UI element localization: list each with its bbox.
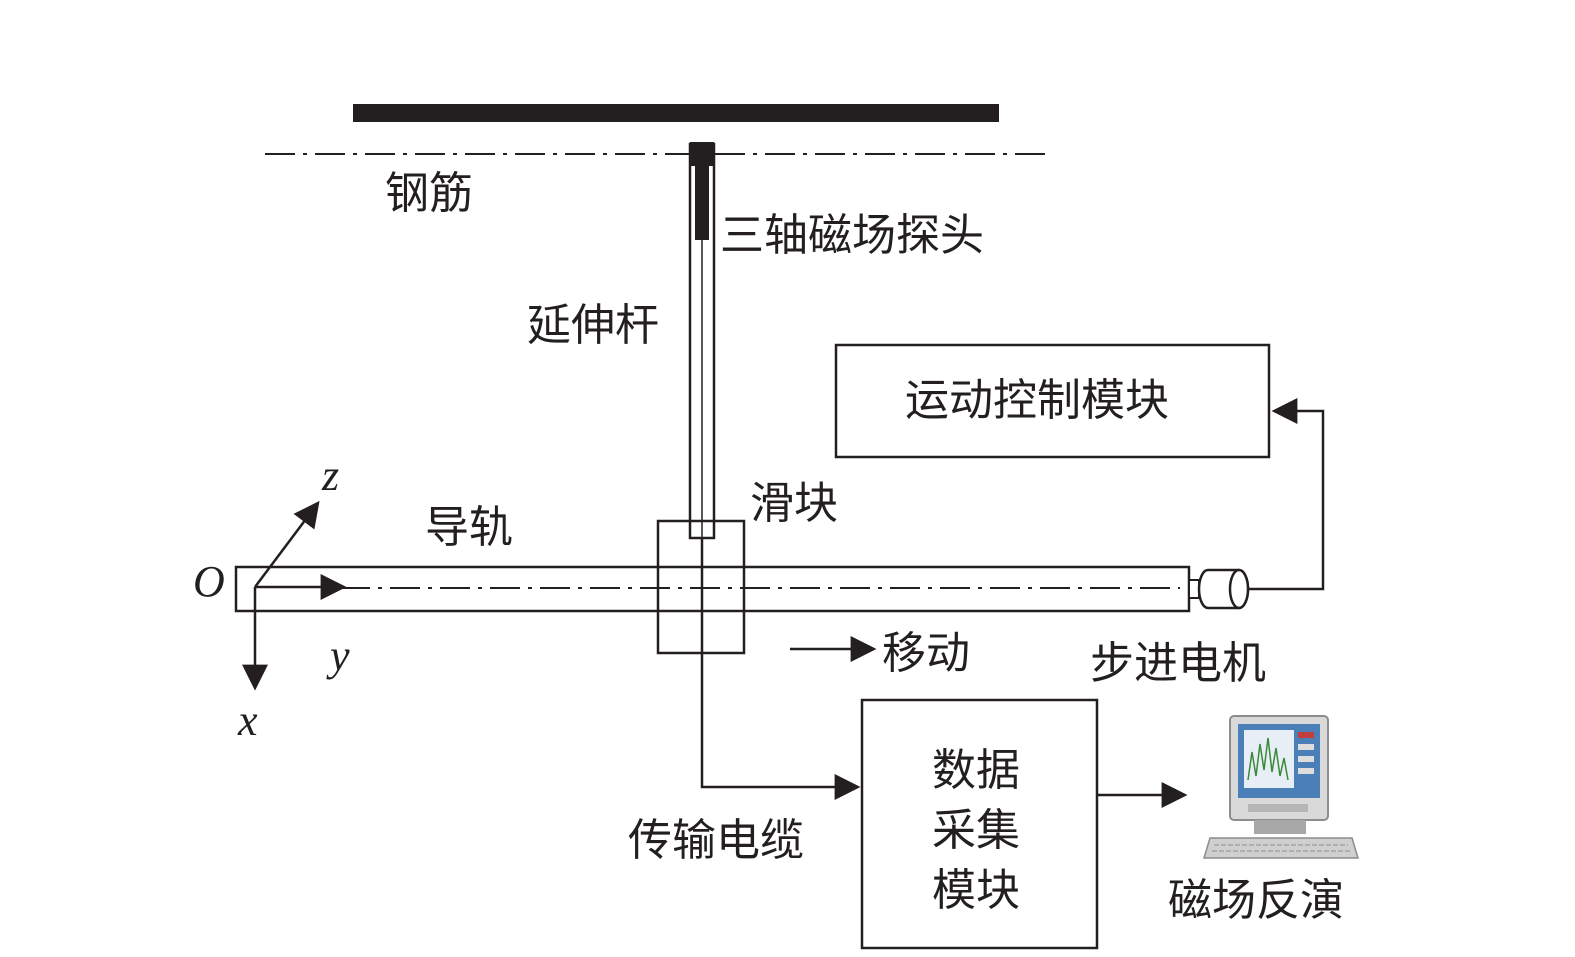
move-label: 移动	[882, 628, 970, 679]
z-axis-arrow	[254, 500, 320, 588]
guide-rail-label: 导轨	[425, 502, 513, 553]
daq-label-line1: 数据	[932, 745, 1020, 796]
probe-body	[695, 160, 709, 240]
z-axis-label: z	[321, 451, 339, 500]
slider-label: 滑块	[750, 478, 838, 529]
motor-to-control-line	[1248, 398, 1325, 591]
y-axis-label: y	[326, 631, 350, 680]
motion-control-module-label: 运动控制模块	[905, 375, 1169, 426]
x-axis-label: x	[237, 696, 258, 745]
daq-label-line3: 模块	[932, 865, 1020, 916]
probe-label: 三轴磁场探头	[720, 210, 984, 261]
data-acquisition-module-box	[860, 698, 1099, 950]
origin-label: O	[193, 557, 225, 606]
computer-icon	[1202, 715, 1360, 859]
extension-rod-label: 延伸杆	[527, 300, 659, 351]
stepper-motor	[1188, 568, 1250, 610]
stepper-motor-label: 步进电机	[1090, 638, 1266, 689]
cable-label: 传输电缆	[628, 815, 804, 866]
motion-control-module-box	[834, 343, 1271, 459]
daq-label-line2: 采集	[932, 805, 1020, 856]
rebar-bar	[353, 104, 999, 122]
inversion-label: 磁场反演	[1168, 875, 1344, 926]
transmission-cable	[700, 538, 861, 800]
rebar-label: 钢筋	[385, 168, 473, 219]
